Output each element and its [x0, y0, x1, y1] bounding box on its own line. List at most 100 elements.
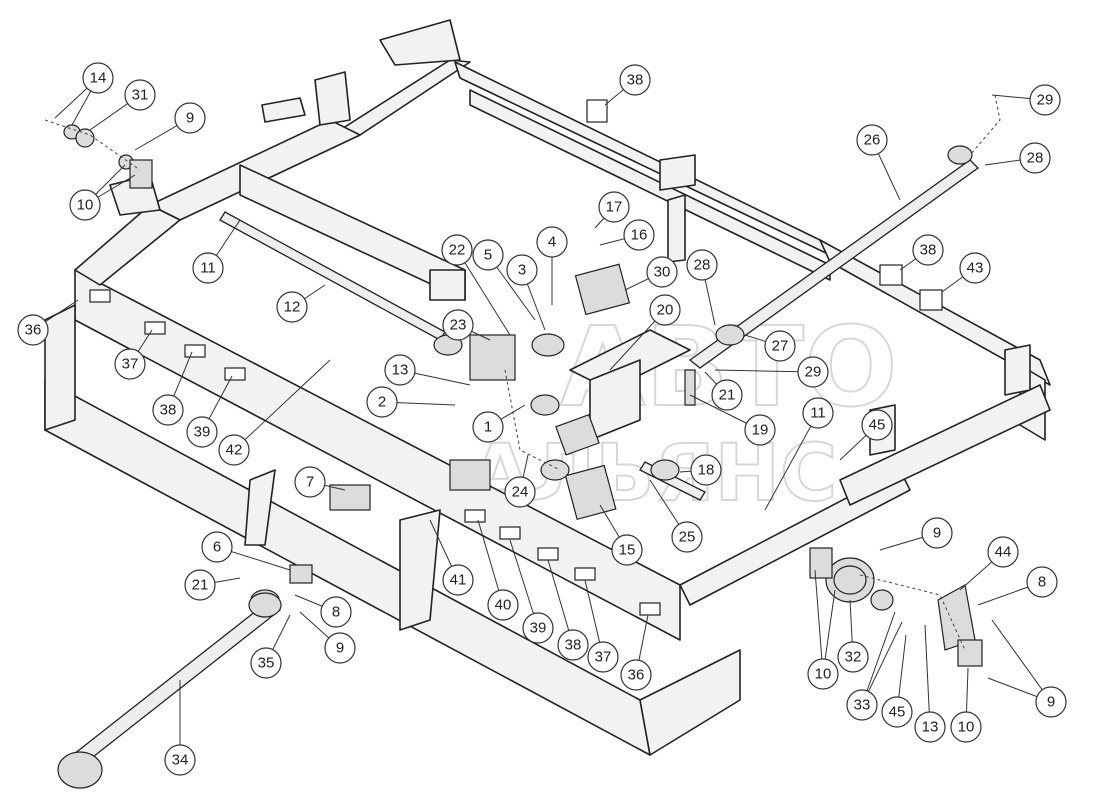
callout: 20: [649, 294, 681, 326]
drive-shafts: [57, 145, 980, 789]
callout: 1: [472, 411, 504, 443]
callout-number: 36: [628, 667, 645, 684]
callout-number: 25: [679, 529, 696, 546]
callout-number: 2: [378, 394, 386, 411]
callout-number: 9: [1047, 694, 1055, 711]
callout-number: 3: [518, 262, 526, 279]
callout-number: 37: [595, 649, 612, 666]
pulley-assembly: [809, 547, 983, 667]
callout: 21: [711, 379, 743, 411]
callout-number: 38: [627, 72, 644, 89]
callout-number: 1: [484, 419, 492, 436]
callout-number: 5: [484, 247, 492, 264]
callout: 9: [324, 632, 356, 664]
callout-number: 28: [1027, 150, 1044, 167]
callout: 18: [690, 454, 722, 486]
callout: 40: [487, 589, 519, 621]
callout: 24: [504, 476, 536, 508]
callout: 42: [218, 434, 250, 466]
callout: 36: [620, 659, 652, 691]
callout: 9: [921, 517, 953, 549]
callout-number: 10: [77, 197, 94, 214]
callout-number: 40: [495, 597, 512, 614]
callout: 15: [611, 534, 643, 566]
label-plates: [89, 99, 943, 616]
callout: 29: [797, 356, 829, 388]
callout: 29: [1029, 84, 1061, 116]
callout-number: 23: [450, 317, 467, 334]
hidden-lines: [44, 94, 1001, 651]
callout: 10: [950, 711, 982, 743]
callout: 43: [959, 252, 991, 284]
callout: 10: [69, 189, 101, 221]
callout: 5: [472, 239, 504, 271]
callout-number: 27: [772, 338, 789, 355]
callout: 36: [17, 314, 49, 346]
callout-number: 22: [449, 242, 466, 259]
callout: 13: [914, 711, 946, 743]
callout: 38: [557, 629, 589, 661]
callout: 9: [174, 102, 206, 134]
callout: 45: [861, 409, 893, 441]
callout: 23: [442, 309, 474, 341]
main-frame: [44, 19, 1051, 756]
callout: 35: [250, 647, 282, 679]
callout: 7: [294, 466, 326, 498]
callout: 44: [987, 536, 1019, 568]
callout-number: 31: [132, 87, 149, 104]
callout-number: 37: [122, 356, 139, 373]
callout-number: 28: [694, 257, 711, 274]
callout-number: 41: [450, 572, 467, 589]
callout: 38: [619, 64, 651, 96]
callout-number: 43: [967, 260, 984, 277]
callout-number: 38: [160, 402, 177, 419]
callout-number: 29: [805, 364, 822, 381]
callout: 19: [744, 414, 776, 446]
callout: 34: [164, 744, 196, 776]
callout-number: 38: [565, 637, 582, 654]
callout-number: 9: [933, 525, 941, 542]
callout: 9: [1035, 686, 1067, 718]
callout: 28: [686, 249, 718, 281]
callout: 8: [320, 596, 352, 628]
callout: 8: [1026, 566, 1058, 598]
callout: 28: [1019, 142, 1051, 174]
callout: 4: [536, 226, 568, 258]
callout: 33: [846, 689, 878, 721]
callout-number: 10: [958, 719, 975, 736]
callout-number: 26: [864, 132, 881, 149]
callout-number: 16: [631, 227, 648, 244]
callout-number: 10: [815, 666, 832, 683]
callout: 11: [192, 252, 224, 284]
callout-number: 6: [213, 539, 221, 556]
callout: 45: [881, 696, 913, 728]
callout-number: 33: [854, 697, 871, 714]
callout: 30: [646, 256, 678, 288]
callout: 2: [366, 386, 398, 418]
callout: 13: [384, 354, 416, 386]
callout-number: 15: [619, 542, 636, 559]
left-bearing-group: [63, 124, 153, 189]
callout-number: 44: [995, 544, 1012, 561]
callout-number: 8: [1038, 574, 1046, 591]
callout: 16: [623, 219, 655, 251]
callout-number: 13: [922, 719, 939, 736]
callout-number: 11: [810, 405, 826, 422]
callout-number: 11: [200, 260, 216, 277]
callout-number: 39: [194, 424, 211, 441]
callout: 10: [807, 658, 839, 690]
callout-number: 36: [25, 322, 42, 339]
callout: 37: [114, 348, 146, 380]
callout: 21: [184, 569, 216, 601]
gearboxes: [248, 263, 745, 618]
callout-number: 38: [920, 242, 937, 259]
callout: 25: [671, 521, 703, 553]
callout-number: 8: [332, 604, 340, 621]
callout: 12: [276, 291, 308, 323]
callout-number: 39: [530, 620, 547, 637]
callout-number: 20: [657, 302, 674, 319]
callout-number: 9: [186, 110, 194, 127]
callout-number: 21: [719, 387, 736, 404]
callout: 22: [441, 234, 473, 266]
